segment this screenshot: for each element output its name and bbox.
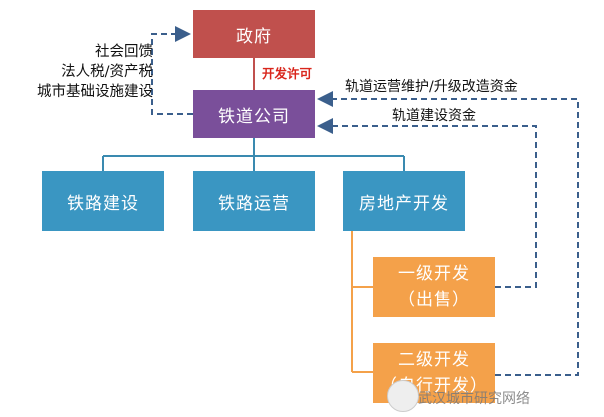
permit-label: 开发许可 — [262, 66, 313, 81]
returns-arrow — [151, 26, 193, 115]
railway-company-label: 铁道公司 — [218, 106, 290, 127]
railway-operation-label: 铁路运营 — [218, 193, 290, 214]
construction-funds-arrow — [317, 118, 537, 288]
real-estate-node: 房地产开发 — [343, 171, 465, 231]
maintenance-funds-arrow — [317, 91, 579, 376]
maintenance-funds-label: 轨道运营维护/升级改造资金 — [345, 79, 518, 95]
primary-development-sublabel: （出售） — [398, 290, 470, 310]
construction-funds-label: 轨道建设资金 — [392, 108, 476, 124]
watermark-logo-icon — [387, 380, 419, 412]
railway-company-node: 铁道公司 — [193, 90, 315, 138]
real-estate-label: 房地产开发 — [359, 193, 449, 214]
secondary-development-label: 二级开发 — [398, 350, 470, 370]
railway-construction-label: 铁路建设 — [67, 193, 139, 214]
watermark-text: 武汉城市研究网络 — [418, 391, 530, 407]
government-node: 政府 — [193, 10, 315, 58]
returns-label-block: 社会回馈 法人税/资产税 城市基础设施建设 — [37, 42, 153, 102]
returns-line-3: 城市基础设施建设 — [37, 84, 153, 100]
government-label: 政府 — [236, 26, 272, 47]
railway-operation-node: 铁路运营 — [193, 171, 315, 231]
primary-development-node: 一级开发 （出售） — [373, 257, 495, 317]
primary-development-label: 一级开发 — [398, 264, 470, 284]
returns-line-1: 社会回馈 — [95, 44, 153, 60]
railway-construction-node: 铁路建设 — [42, 171, 164, 231]
returns-line-2: 法人税/资产税 — [61, 64, 153, 80]
